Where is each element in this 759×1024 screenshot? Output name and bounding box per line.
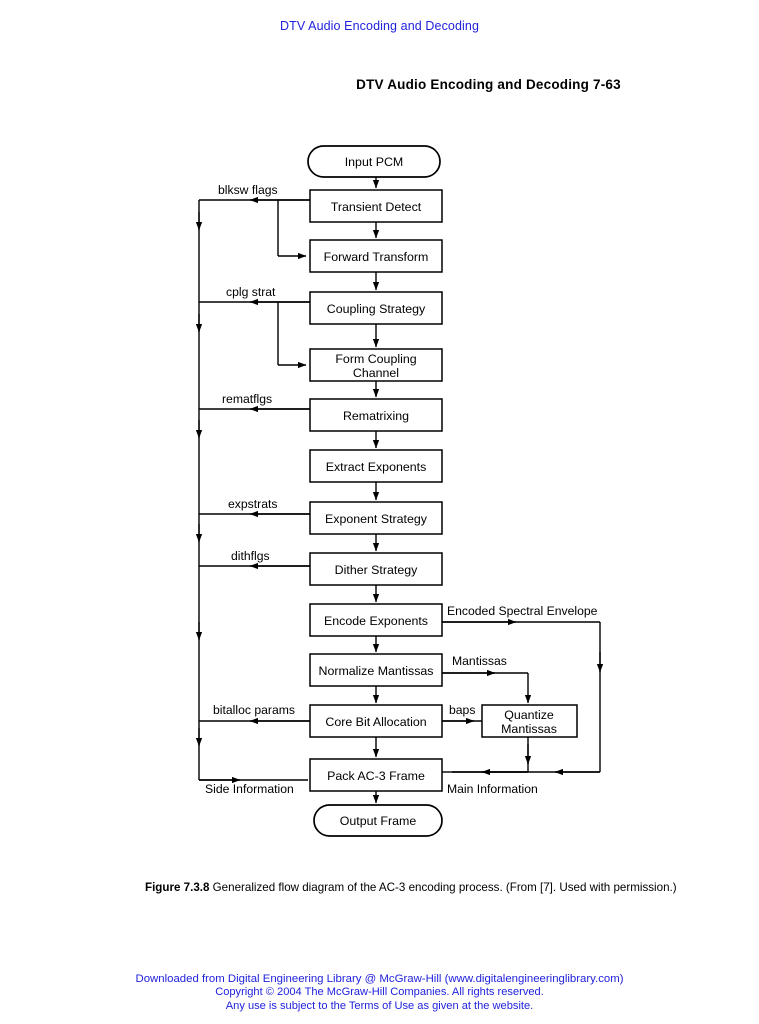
node-forward-transform[interactable]: Forward Transform	[309, 239, 443, 273]
edge-labels: blksw flags cplg strat rematflgs expstra…	[205, 183, 598, 796]
node-normalize-mantissas[interactable]: Normalize Mantissas	[309, 653, 443, 687]
edge-label-main-information: Main Information	[447, 782, 538, 796]
node-label: Extract Exponents	[326, 460, 427, 474]
node-output-frame[interactable]: Output Frame	[313, 804, 443, 837]
node-label: Exponent Strategy	[325, 512, 428, 526]
edge-label-expstrats: expstrats	[228, 497, 277, 511]
edge-label-baps: baps	[449, 703, 475, 717]
node-label: Form Coupling	[335, 352, 416, 366]
node-label: Rematrixing	[343, 409, 409, 423]
edge-label-bitalloc-params: bitalloc params	[213, 703, 295, 717]
node-label: Coupling Strategy	[327, 302, 426, 316]
node-label: Dither Strategy	[335, 563, 418, 577]
node-label: Core Bit Allocation	[325, 715, 426, 729]
chapter-head-text: DTV Audio Encoding and Decoding 7-63	[356, 77, 621, 92]
edge-label-cplg-strat: cplg strat	[226, 285, 276, 299]
node-label: Quantize	[504, 708, 554, 722]
node-exponent-strategy[interactable]: Exponent Strategy	[309, 501, 443, 535]
side-information-rail	[195, 200, 308, 784]
node-label: Pack AC-3 Frame	[327, 769, 425, 783]
ac3-encoding-flowchart: Input PCM Transient Detect Forward Trans…	[195, 145, 604, 837]
node-label: Output Frame	[340, 814, 417, 828]
figure-flow-diagram: Input PCM Transient Detect Forward Trans…	[0, 132, 759, 857]
node-coupling-strategy[interactable]: Coupling Strategy	[309, 291, 443, 325]
node-label-line2: Channel	[353, 366, 399, 380]
node-input-pcm[interactable]: Input PCM	[307, 145, 441, 178]
chapter-head: DTV Audio Encoding and Decoding 7-63	[0, 77, 759, 92]
figure-caption: Figure 7.3.8 Generalized flow diagram of…	[145, 880, 695, 896]
page-footer: Downloaded from Digital Engineering Libr…	[0, 973, 759, 1013]
node-label: Encode Exponents	[324, 614, 428, 628]
node-pack-ac3-frame[interactable]: Pack AC-3 Frame	[309, 758, 443, 792]
feedback-branches	[199, 196, 310, 725]
node-transient-detect[interactable]: Transient Detect	[309, 189, 443, 223]
node-label-line2: Mantissas	[501, 722, 557, 736]
node-label: Normalize Mantissas	[319, 664, 434, 678]
node-core-bit-allocation[interactable]: Core Bit Allocation	[309, 704, 443, 738]
footer-line-2: Copyright © 2004 The McGraw-Hill Compani…	[215, 986, 544, 999]
edge-label-encoded-spectral-envelope: Encoded Spectral Envelope	[447, 604, 598, 618]
main-information-path	[442, 618, 604, 776]
node-label: Transient Detect	[331, 200, 422, 214]
node-rematrixing[interactable]: Rematrixing	[309, 398, 443, 432]
figure-caption-text: Generalized flow diagram of the AC-3 enc…	[209, 881, 677, 894]
flow-nodes: Input PCM Transient Detect Forward Trans…	[307, 145, 578, 837]
node-dither-strategy[interactable]: Dither Strategy	[309, 552, 443, 586]
node-label: Forward Transform	[324, 250, 429, 264]
running-head: DTV Audio Encoding and Decoding	[279, 19, 480, 33]
footer-line-3[interactable]: Any use is subject to the Terms of Use a…	[225, 999, 534, 1012]
node-label: Input PCM	[345, 155, 404, 169]
edge-label-dithflgs: dithflgs	[231, 549, 270, 563]
edge-label-mantissas: Mantissas	[452, 654, 507, 668]
node-form-coupling-channel[interactable]: Form Coupling Channel	[309, 348, 443, 382]
node-extract-exponents[interactable]: Extract Exponents	[309, 449, 443, 483]
edge-label-rematflgs: rematflgs	[222, 392, 272, 406]
footer-line-1[interactable]: Downloaded from Digital Engineering Libr…	[135, 973, 624, 985]
node-quantize-mantissas[interactable]: Quantize Mantissas	[481, 704, 578, 738]
figure-caption-number: Figure 7.3.8	[145, 881, 210, 894]
node-encode-exponents[interactable]: Encode Exponents	[309, 603, 443, 637]
edge-label-blksw-flags: blksw flags	[218, 183, 278, 197]
edge-label-side-information: Side Information	[205, 782, 294, 796]
